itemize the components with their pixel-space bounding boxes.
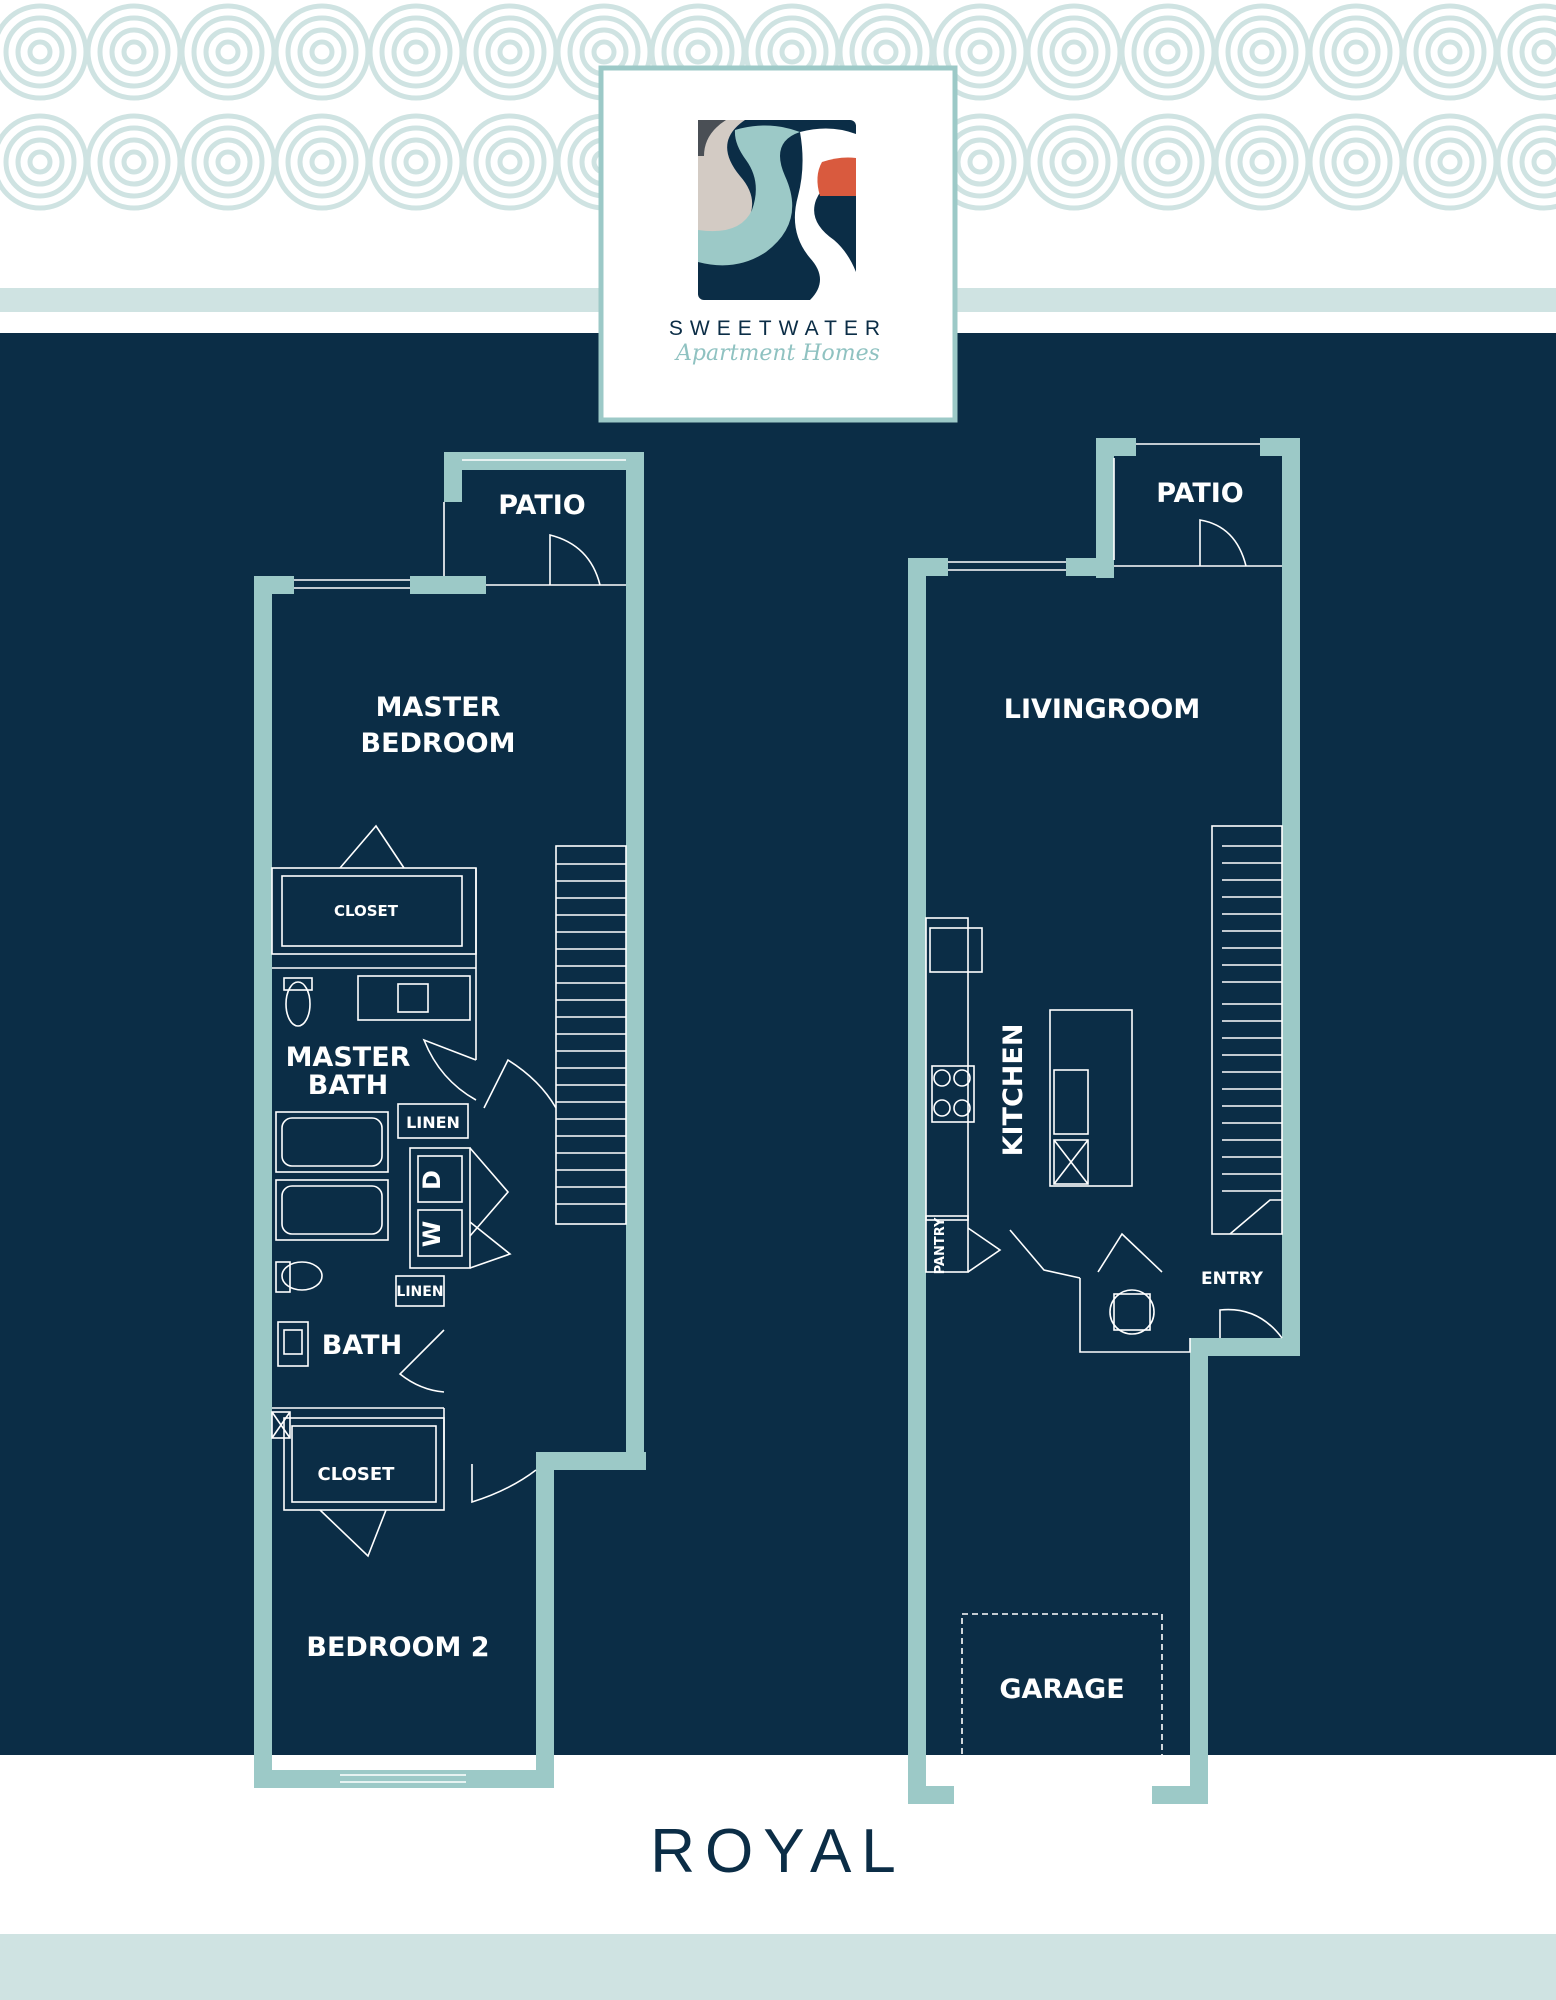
brand-name: SWEETWATER bbox=[669, 317, 887, 340]
lower-exterior-walls bbox=[908, 438, 1300, 1804]
pattern-circle bbox=[1498, 116, 1556, 208]
pattern-circle bbox=[464, 116, 556, 208]
pattern-circle bbox=[370, 116, 462, 208]
kitchen-label: KITCHEN bbox=[998, 1024, 1029, 1157]
pattern-circle bbox=[1404, 116, 1496, 208]
pattern-circle bbox=[1404, 6, 1496, 98]
brand-tagline: Apartment Homes bbox=[674, 341, 880, 366]
patio-label-lower: PATIO bbox=[1156, 478, 1244, 509]
bath-label: BATH bbox=[322, 1330, 402, 1361]
pattern-circle bbox=[1216, 6, 1308, 98]
master-bath-label-line2: BATH bbox=[308, 1070, 388, 1101]
dryer-label: D bbox=[418, 1170, 446, 1190]
master-bedroom-label-line2: BEDROOM bbox=[361, 728, 516, 759]
pattern-circle bbox=[276, 6, 368, 98]
pattern-circle bbox=[1310, 6, 1402, 98]
pattern-circle bbox=[1122, 6, 1214, 98]
pantry-label: PANTRY bbox=[933, 1217, 948, 1274]
upper-room-labels: PATIO MASTER BEDROOM CLOSET MASTER BATH … bbox=[286, 490, 586, 1663]
pattern-circle bbox=[1028, 6, 1120, 98]
pattern-circle bbox=[1028, 116, 1120, 208]
footer-band bbox=[0, 1934, 1556, 2000]
linen-label-1: LINEN bbox=[406, 1113, 460, 1132]
plan-name: ROYAL bbox=[650, 1817, 906, 1886]
upper-floor-plan bbox=[254, 452, 646, 1788]
patio-label-upper: PATIO bbox=[498, 490, 586, 521]
sweetwater-logo-mark bbox=[698, 120, 856, 300]
lower-room-labels: PATIO LIVINGROOM KITCHEN PANTRY ENTRY GA… bbox=[933, 478, 1264, 1705]
closet-2-label: CLOSET bbox=[318, 1464, 396, 1485]
pattern-circle bbox=[182, 116, 274, 208]
pattern-circle bbox=[276, 116, 368, 208]
pattern-circle bbox=[88, 6, 180, 98]
garage-label: GARAGE bbox=[999, 1674, 1124, 1705]
pattern-circle bbox=[1310, 116, 1402, 208]
pattern-circle bbox=[1122, 116, 1214, 208]
pattern-circle bbox=[0, 6, 86, 98]
pattern-circle bbox=[1498, 6, 1556, 98]
pattern-circle bbox=[0, 116, 86, 208]
logo-card: SWEETWATER Apartment Homes bbox=[598, 65, 958, 423]
pattern-circle bbox=[88, 116, 180, 208]
pattern-circle bbox=[1216, 116, 1308, 208]
linen-label-2: LINEN bbox=[396, 1284, 443, 1300]
pattern-circle bbox=[370, 6, 462, 98]
upper-exterior-walls bbox=[254, 452, 646, 1788]
lower-floor-plan bbox=[908, 438, 1300, 1804]
master-bath-label-line1: MASTER bbox=[286, 1042, 411, 1073]
washer-label: W bbox=[418, 1221, 446, 1247]
livingroom-label: LIVINGROOM bbox=[1004, 694, 1201, 725]
entry-label: ENTRY bbox=[1201, 1269, 1264, 1289]
pattern-circle bbox=[464, 6, 556, 98]
master-closet-label: CLOSET bbox=[334, 902, 399, 920]
plan-background bbox=[0, 333, 1556, 1755]
master-bedroom-label-line1: MASTER bbox=[376, 692, 501, 723]
bedroom-2-label: BEDROOM 2 bbox=[306, 1632, 489, 1663]
pattern-circle bbox=[182, 6, 274, 98]
